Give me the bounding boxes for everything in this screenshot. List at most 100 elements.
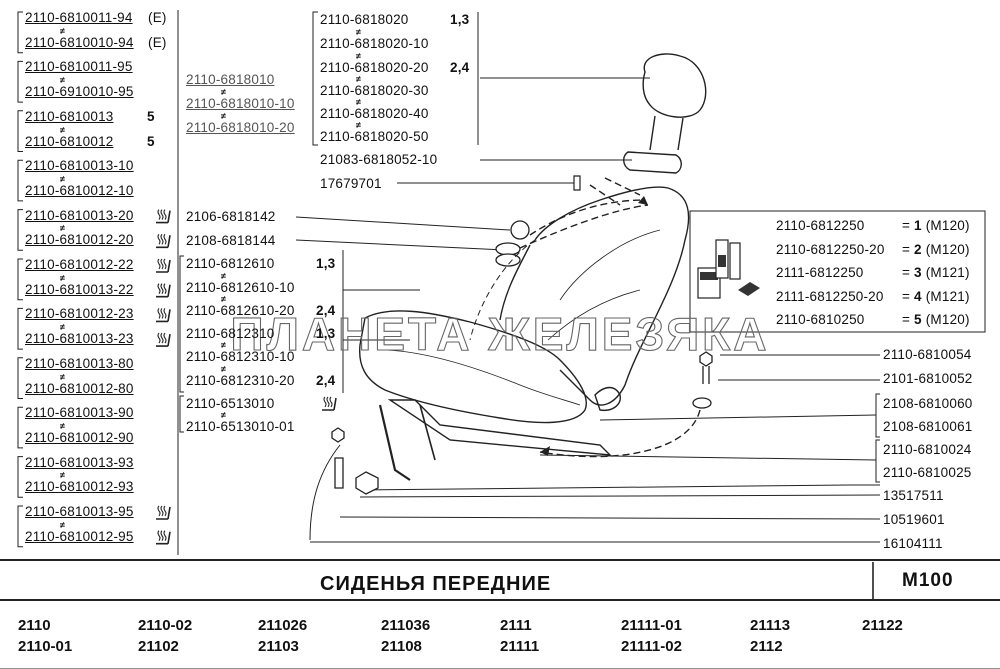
part-note: 2,4 [450, 60, 470, 75]
legend-model: (M120) [921, 312, 970, 327]
model-code: 2110-01 [18, 638, 73, 655]
hardware-part-number: 2101-6810052 [883, 371, 973, 386]
group-bracket [17, 456, 23, 498]
hardware-part-number: 10519601 [883, 512, 945, 527]
headrest-frame-number: 2110-6818010-20 [186, 120, 295, 135]
seat-heating-icon [156, 209, 171, 224]
legend-part-number: 2110-6812250 [776, 218, 865, 233]
not-equal-mark: ≠ [60, 272, 65, 283]
legend-model: (M120) [921, 241, 970, 257]
part-note: 1,3 [316, 326, 336, 341]
hardware-part-number: 16104111 [883, 536, 943, 551]
part-note: 5 [147, 133, 155, 149]
left-part-number: 2110-6810012-23 [25, 306, 134, 322]
section-code: M100 [902, 570, 954, 591]
left-part-number: 2110-6810013-10 [25, 158, 134, 174]
left-part-number: 2110-6810013-23 [25, 331, 134, 347]
group-bracket [17, 505, 23, 548]
leader-line [309, 444, 341, 541]
seat-rail [378, 404, 411, 481]
group-bracket [875, 393, 880, 438]
legend-equals: = [902, 218, 915, 233]
group-bracket [875, 439, 880, 483]
left-part-number: 2110-6810013-20 [25, 207, 134, 223]
section-title: СИДЕНЬЯ ПЕРЕДНИЕ [320, 573, 552, 595]
seat-part-number: 2110-6812310-10 [186, 349, 295, 364]
not-equal-mark: ≠ [221, 340, 226, 350]
seat-drawing [499, 244, 531, 321]
not-equal-mark: ≠ [356, 74, 361, 84]
group-bracket [17, 406, 23, 449]
seat-drawing [649, 115, 684, 151]
not-equal-mark: ≠ [60, 519, 65, 530]
stud-icon [334, 457, 344, 489]
seat-heating-icon [156, 258, 171, 273]
headrest-bushing-ring [495, 253, 521, 267]
leader-line [295, 216, 511, 231]
seat-drawing [594, 386, 621, 412]
hardware-part-number: 13517511 [883, 488, 944, 503]
not-equal-mark: ≠ [221, 294, 226, 304]
legend-part-number: 2110-6812250-20 [776, 241, 885, 257]
not-equal-mark: ≠ [60, 25, 65, 36]
seat-drawing [623, 151, 682, 174]
leader-line [599, 414, 877, 421]
group-bracket [179, 395, 184, 433]
model-code: 21102 [138, 638, 179, 655]
left-part-number: 2110-6810012-80 [25, 380, 134, 396]
seat-part-number: 2110-6812610-10 [186, 280, 295, 295]
group-bracket [17, 357, 23, 399]
headrest-part-number: 2110-6818020 [320, 12, 409, 27]
not-equal-mark: ≠ [356, 27, 361, 37]
seat-drawing [358, 310, 587, 424]
group-bracket [17, 159, 23, 202]
part-note: 1,3 [450, 12, 470, 27]
seat-heating-icon [322, 396, 337, 411]
headrest-part-number: 2110-6818020-50 [320, 129, 429, 144]
legend-number: 2 [914, 241, 922, 257]
arrow-head [540, 446, 550, 456]
seat-heating-icon [156, 308, 171, 323]
seat-heating-icon [156, 530, 171, 545]
legend-variant: = 2 (M120) [902, 242, 970, 257]
left-part-number: 2110-6810012-93 [25, 479, 134, 495]
bolt-icon [699, 351, 713, 384]
seat-part-number: 2110-6812310-20 [186, 373, 295, 388]
headrest-part-number: 17679701 [320, 176, 382, 191]
left-part-number: 2110-6810011-94 [25, 10, 133, 25]
model-code: 21111-01 [621, 617, 682, 634]
legend-variant: = 4 (M121) [902, 289, 970, 304]
seat-drawing [642, 53, 707, 118]
seat-drawing [534, 186, 690, 406]
left-part-number: 2110-6810012 [25, 133, 114, 149]
group-bracket [17, 60, 23, 103]
model-code: 2112 [750, 638, 783, 655]
legend-part-number: 2111-6812250-20 [776, 288, 884, 304]
not-equal-mark: ≠ [356, 51, 361, 61]
group-bracket [17, 307, 23, 350]
legend-equals: = [902, 288, 915, 304]
left-part-number: 2110-6910010-95 [25, 84, 134, 100]
not-equal-mark: ≠ [60, 173, 65, 184]
group-bracket [312, 11, 318, 146]
model-code: 21103 [258, 638, 299, 655]
not-equal-mark: ≠ [60, 371, 65, 382]
legend-part-number: 2111-6812250 [776, 265, 864, 280]
not-equal-mark: ≠ [221, 410, 226, 420]
assembly-arrow [589, 177, 641, 206]
seat-part-number: 2110-6812310 [186, 326, 275, 341]
part-note: (E) [148, 10, 167, 25]
hardware-part-number: 2110-6810025 [883, 465, 972, 480]
model-code: 21122 [862, 617, 903, 634]
legend-equals: = [902, 265, 915, 280]
assembly-arrow [469, 239, 536, 341]
hardware-part-number: 2110-6810054 [883, 347, 972, 362]
legend-model: (M121) [921, 288, 970, 304]
part-note: 1,3 [316, 256, 336, 271]
headrest-part-number: 2110-6818020-40 [320, 106, 429, 121]
headrest-part-number: 21083-6818052-10 [320, 152, 438, 167]
seat-seam [379, 349, 581, 406]
not-equal-mark: ≠ [60, 470, 65, 481]
